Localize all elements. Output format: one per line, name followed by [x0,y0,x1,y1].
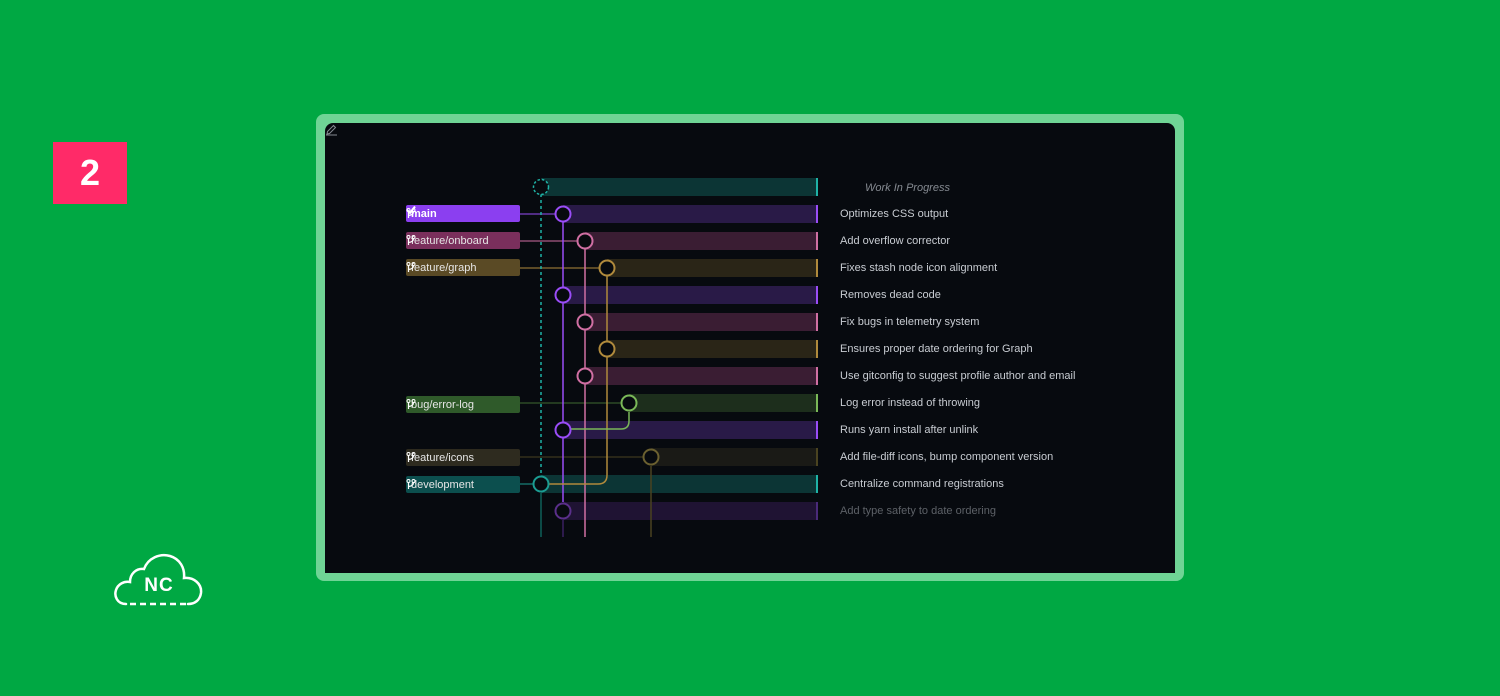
commit-message[interactable]: Add type safety to date ordering [840,505,996,517]
branch-tag-bug-error-log[interactable]: bug/error-log [406,396,520,413]
row-bar [629,394,817,412]
branch-icon [406,399,416,409]
row-bar [585,313,817,331]
nc-cloud-logo: NC [112,548,206,610]
branch-tag-feature-onboard[interactable]: feature/onboard [406,232,520,249]
branch-label: development [411,478,474,491]
row-bar [585,367,817,385]
row-bar [607,259,817,277]
branch-icon [406,235,416,245]
commit-node[interactable] [642,448,660,466]
step-number-badge: 2 [53,142,127,204]
row-bar-wip [541,178,817,196]
commit-message[interactable]: Add overflow corrector [840,235,951,247]
commit-message[interactable]: Centralize command registrations [840,478,1004,490]
commit-message[interactable]: Use gitconfig to suggest profile author … [840,370,1076,382]
commit-message[interactable]: Ensures proper date ordering for Graph [840,343,1033,355]
commit-node[interactable] [554,205,572,223]
branch-tag-development[interactable]: development [406,476,520,493]
row-bar [541,475,817,493]
commit-message[interactable]: Fixes stash node icon alignment [840,262,998,274]
branch-icon [406,452,416,462]
commit-message[interactable]: Optimizes CSS output [840,208,949,220]
branch-icon [406,208,416,218]
row-bar [563,421,817,439]
row-bar [563,286,817,304]
commit-message[interactable]: Runs yarn install after unlink [840,424,979,436]
row-bar [563,502,817,520]
commit-message[interactable]: Log error instead of throwing [840,397,981,409]
commit-node[interactable] [532,475,550,493]
row-bar [585,232,817,250]
branch-label: feature/graph [411,261,477,274]
commit-message[interactable]: Add file-diff icons, bump component vers… [840,451,1054,463]
branch-tag-feature-graph[interactable]: feature/graph [406,259,520,276]
wip-node[interactable] [532,178,550,196]
commit-node[interactable] [576,367,594,385]
row-bar [563,205,817,223]
commit-graph [520,178,818,537]
branch-icon [406,262,416,272]
git-graph-panel: main feature/onboard feature/graph bug/e… [325,123,1175,573]
commit-node[interactable] [554,286,572,304]
cloud-icon [114,553,203,606]
branch-label: main [411,207,437,220]
branch-label: feature/icons [411,451,474,464]
row-bar [607,340,817,358]
branch-icon [406,479,416,489]
commit-message[interactable]: Fix bugs in telemetry system [840,316,980,328]
wip-label[interactable]: Work In Progress [865,182,950,194]
commit-node[interactable] [620,394,638,412]
row-bar [651,448,817,466]
commit-node[interactable] [576,232,594,250]
commit-node[interactable] [554,502,572,520]
branch-label: feature/onboard [411,234,489,247]
commit-message[interactable]: Removes dead code [840,289,941,301]
branch-tag-feature-icons[interactable]: feature/icons [406,449,520,466]
branch-tag-main[interactable]: main [406,205,520,222]
pencil-icon [326,124,337,136]
commit-node[interactable] [576,313,594,331]
commit-node[interactable] [598,340,616,358]
logo-text: NC [144,575,174,596]
branch-label: bug/error-log [411,398,474,411]
commit-node[interactable] [554,421,572,439]
commit-node[interactable] [598,259,616,277]
